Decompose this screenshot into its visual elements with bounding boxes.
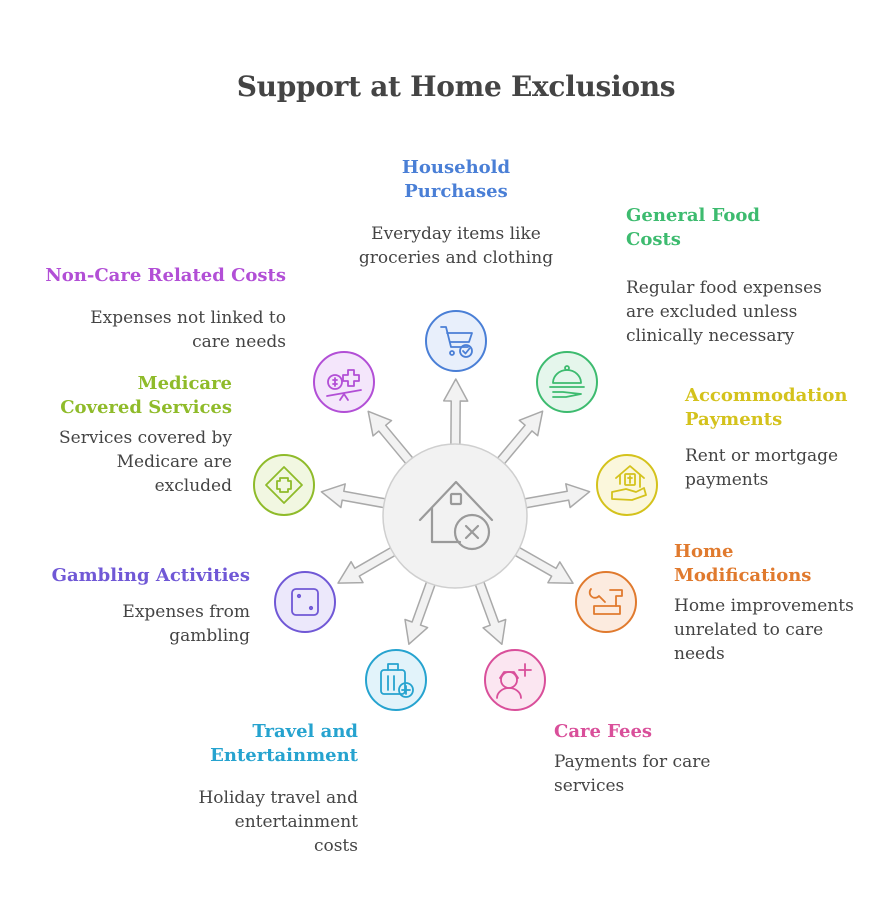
- household-node: [425, 310, 487, 372]
- travel-node: [365, 649, 427, 711]
- household-label: Household Purchases: [401, 157, 511, 202]
- dice-icon: [291, 588, 319, 616]
- food-label: General Food Costs: [626, 205, 761, 250]
- page-title: Support at Home Exclusions: [236, 70, 676, 103]
- care-description: Payments for care services: [554, 752, 711, 796]
- medicare-description: Services covered by Medicare are exclude…: [59, 428, 232, 496]
- food-cloche-icon: [549, 365, 585, 398]
- food-description: Regular food expenses are excluded unles…: [626, 278, 822, 346]
- luggage-plus-icon: [380, 663, 414, 698]
- travel-label: Travel and Entertainment: [210, 721, 358, 766]
- care-label: Care Fees: [554, 721, 653, 742]
- medical-cross-icon: [265, 466, 303, 504]
- accommodation-description: Rent or mortgage payments: [685, 446, 839, 490]
- modifications-node: [575, 571, 637, 633]
- money-balance-icon: [326, 369, 362, 401]
- house-x-icon: [418, 480, 494, 551]
- radiating-arrows: [320, 378, 591, 646]
- travel-description: Holiday travel and entertainment costs: [198, 788, 358, 856]
- food-node: [536, 351, 598, 413]
- tools-icon: [588, 588, 623, 615]
- gambling-node: [274, 571, 336, 633]
- caregiver-plus-icon: [496, 663, 532, 699]
- gambling-description: Expenses from gambling: [122, 602, 250, 646]
- modifications-description: Home improvements unrelated to care need…: [674, 596, 854, 664]
- gambling-label: Gambling Activities: [51, 565, 250, 586]
- household-description: Everyday items like groceries and clothi…: [358, 224, 554, 268]
- accommodation-label: Accommodation Payments: [685, 385, 848, 430]
- noncare-label: Non-Care Related Costs: [45, 265, 286, 286]
- noncare-node: [313, 351, 375, 413]
- shopping-cart-check-icon: [440, 326, 473, 358]
- noncare-description: Expenses not linked to care needs: [90, 308, 286, 352]
- house-dollar-icon: [611, 465, 647, 501]
- accommodation-node: [596, 454, 658, 516]
- medicare-node: [253, 454, 315, 516]
- center-hub: [382, 443, 528, 589]
- care-node: [484, 649, 546, 711]
- medicare-label: Medicare Covered Services: [60, 373, 232, 418]
- modifications-label: Home Modifications: [674, 541, 812, 586]
